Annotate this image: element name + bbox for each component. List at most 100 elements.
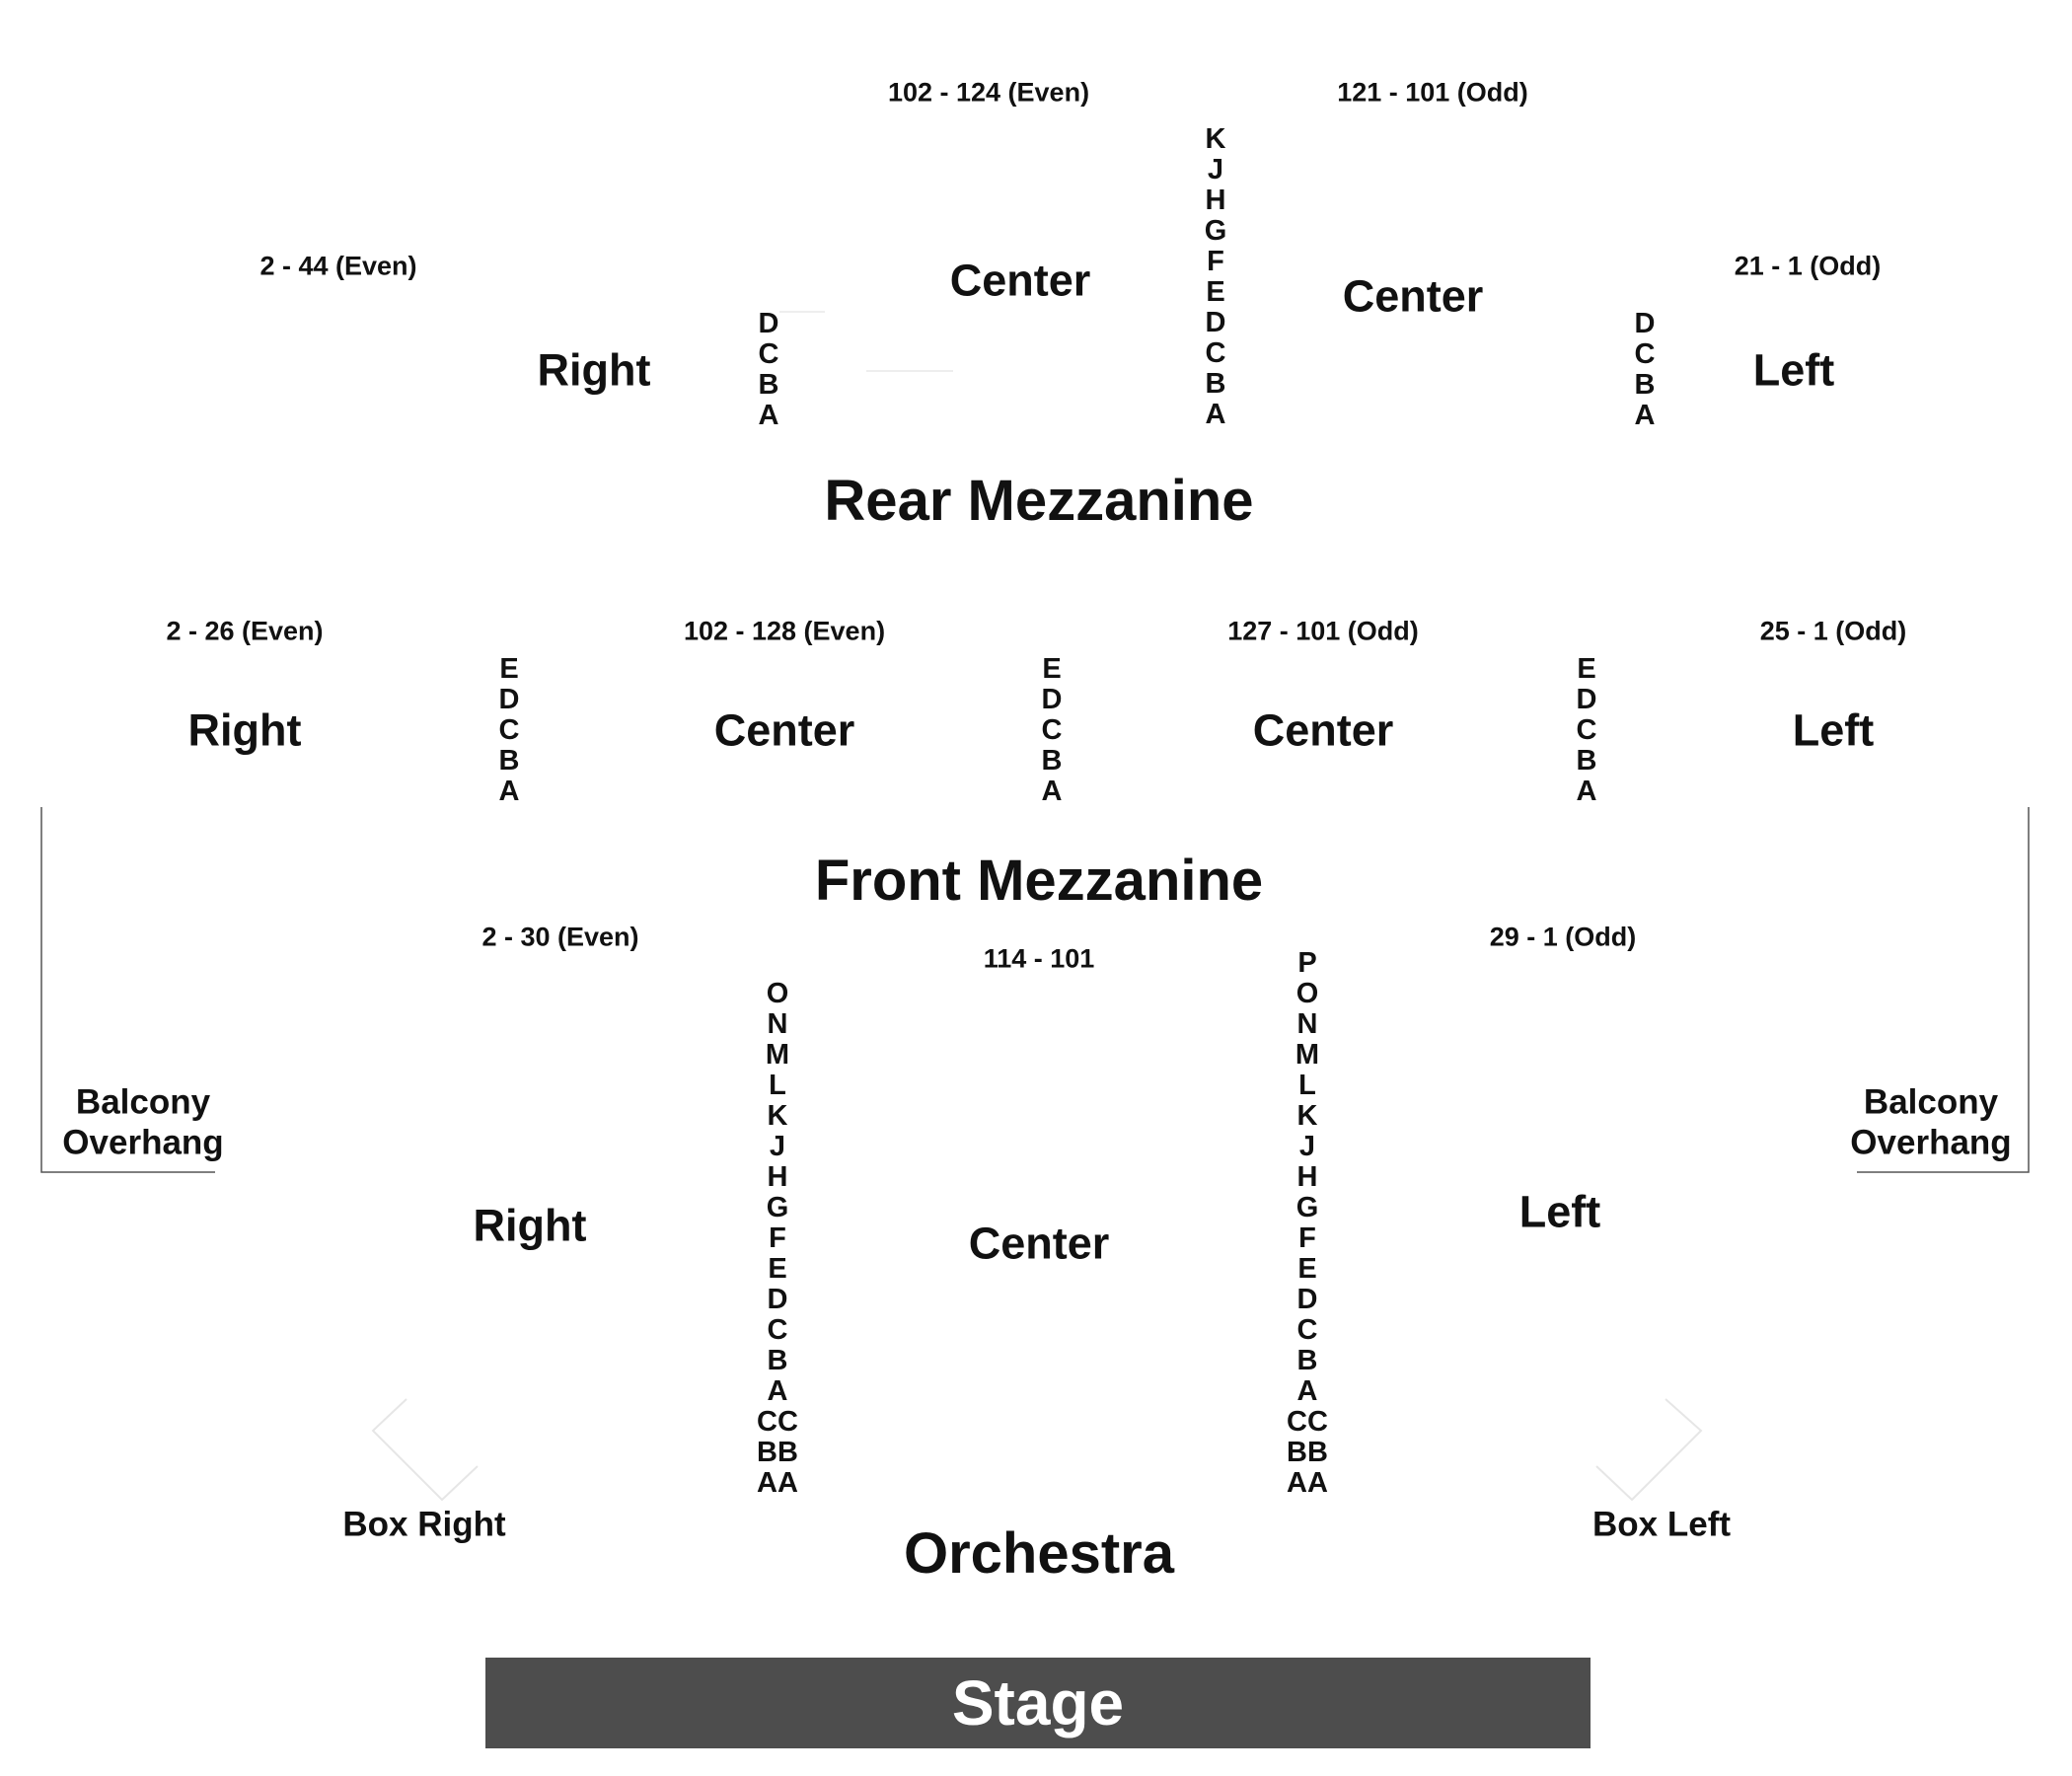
row-letter: A bbox=[1041, 776, 1063, 807]
rear-mezz-center-left-range: 121 - 101 (Odd) bbox=[1337, 77, 1528, 108]
balcony-overhang-outline-right bbox=[1857, 807, 2030, 1173]
row-letter: C bbox=[758, 338, 779, 370]
row-letter: O bbox=[1295, 978, 1319, 1009]
row-letter: A bbox=[1576, 776, 1597, 807]
row-letter: A bbox=[758, 400, 779, 431]
front-mezz-center-left-range: 127 - 101 (Odd) bbox=[1227, 616, 1419, 646]
row-letter: G bbox=[766, 1192, 789, 1223]
balcony-overhang-outline-left bbox=[40, 807, 215, 1173]
row-letter: M bbox=[1295, 1039, 1320, 1071]
row-letter: N bbox=[1296, 1008, 1318, 1040]
orchestra-right-label: Right bbox=[473, 1200, 587, 1251]
stage: Stage bbox=[485, 1658, 1591, 1748]
row-letter: A bbox=[767, 1375, 788, 1407]
row-letter: H bbox=[1296, 1161, 1318, 1193]
row-letter: D bbox=[767, 1284, 788, 1315]
row-letter: AA bbox=[757, 1467, 798, 1499]
row-letter: C bbox=[1634, 338, 1656, 370]
rear-mezzanine-title: Rear Mezzanine bbox=[824, 469, 1254, 533]
row-letter: G bbox=[1204, 215, 1227, 247]
front-mezz-center-right-range: 102 - 128 (Even) bbox=[683, 616, 886, 646]
front-mezz-right-label: Right bbox=[187, 704, 302, 756]
row-letter: D bbox=[1296, 1284, 1318, 1315]
rear-mezz-center-right-range: 102 - 124 (Even) bbox=[887, 77, 1090, 108]
row-letter: D bbox=[758, 308, 779, 339]
row-letter: N bbox=[767, 1008, 788, 1040]
row-letter: CC bbox=[1287, 1406, 1328, 1438]
orchestra-left-range: 29 - 1 (Odd) bbox=[1489, 922, 1637, 952]
row-letter: BB bbox=[1287, 1437, 1328, 1468]
row-letter: BB bbox=[757, 1437, 798, 1468]
row-letter: F bbox=[769, 1222, 786, 1254]
row-letter: E bbox=[1206, 276, 1225, 308]
row-letter: D bbox=[1576, 684, 1597, 715]
row-letter: C bbox=[498, 714, 520, 746]
row-letter: O bbox=[766, 978, 789, 1009]
front-mezz-left-label: Left bbox=[1792, 704, 1875, 756]
row-letter: H bbox=[767, 1161, 788, 1193]
row-letter: AA bbox=[1287, 1467, 1328, 1499]
box-right-outline bbox=[371, 1398, 479, 1502]
row-letter: D bbox=[1205, 307, 1226, 338]
row-letter: B bbox=[1576, 745, 1597, 777]
row-letter: A bbox=[498, 776, 520, 807]
balcony-overhang-right-line-1: Balcony bbox=[75, 1082, 211, 1122]
row-letter: J bbox=[1207, 154, 1224, 185]
row-letter: CC bbox=[757, 1406, 798, 1438]
row-letter: A bbox=[1634, 400, 1656, 431]
row-letter: D bbox=[1041, 684, 1063, 715]
row-letter: G bbox=[1295, 1192, 1319, 1223]
balcony-overhang-left-label: Balcony Overhang bbox=[1817, 1082, 2044, 1164]
orchestra-right-range: 2 - 30 (Even) bbox=[481, 922, 639, 952]
row-letter: B bbox=[1634, 369, 1656, 401]
front-mezz-right-range: 2 - 26 (Even) bbox=[166, 616, 324, 646]
row-letter: K bbox=[767, 1100, 788, 1132]
row-letter: C bbox=[1041, 714, 1063, 746]
row-letter: L bbox=[1298, 1070, 1316, 1101]
balcony-overhang-right-line-2: Overhang bbox=[62, 1124, 224, 1162]
row-letter: A bbox=[1296, 1375, 1318, 1407]
row-letter: F bbox=[1298, 1222, 1316, 1254]
balcony-overhang-left-line-1: Balcony bbox=[1863, 1082, 1999, 1122]
rear-mezz-right-label: Right bbox=[537, 344, 651, 396]
row-letter: B bbox=[767, 1345, 788, 1376]
orchestra-center-range: 114 - 101 bbox=[983, 943, 1095, 974]
stage-label: Stage bbox=[951, 1667, 1125, 1739]
row-letter: C bbox=[1576, 714, 1597, 746]
orchestra-center-label: Center bbox=[968, 1218, 1110, 1269]
row-letter: F bbox=[1207, 246, 1224, 277]
box-left-label: Box Left bbox=[1592, 1505, 1731, 1544]
orchestra-left-label: Left bbox=[1518, 1186, 1601, 1237]
rear-mezz-left-range: 21 - 1 (Odd) bbox=[1734, 251, 1882, 281]
row-letter: E bbox=[1297, 1253, 1317, 1285]
rear-mezz-center-left-label: Center bbox=[1342, 270, 1484, 322]
orchestra-title: Orchestra bbox=[903, 1521, 1175, 1586]
row-letter: A bbox=[1205, 399, 1226, 430]
row-letter: J bbox=[769, 1131, 786, 1162]
rear-mezz-center-right-label: Center bbox=[949, 255, 1091, 306]
box-right-label: Box Right bbox=[342, 1505, 506, 1544]
row-letter: C bbox=[767, 1314, 788, 1346]
row-letter: E bbox=[499, 653, 519, 685]
row-letter: H bbox=[1205, 185, 1226, 216]
row-letter: M bbox=[765, 1039, 790, 1071]
row-letter: C bbox=[1296, 1314, 1318, 1346]
row-letter: E bbox=[1042, 653, 1062, 685]
row-letter: C bbox=[1205, 337, 1226, 369]
front-mezzanine-title: Front Mezzanine bbox=[814, 849, 1264, 913]
balcony-overhang-left-line-2: Overhang bbox=[1850, 1124, 2012, 1162]
row-letter: B bbox=[1296, 1345, 1318, 1376]
rear-mezz-right-range: 2 - 44 (Even) bbox=[259, 251, 417, 281]
row-letter: J bbox=[1298, 1131, 1316, 1162]
row-letter: E bbox=[1577, 653, 1596, 685]
row-letter: P bbox=[1297, 947, 1317, 979]
